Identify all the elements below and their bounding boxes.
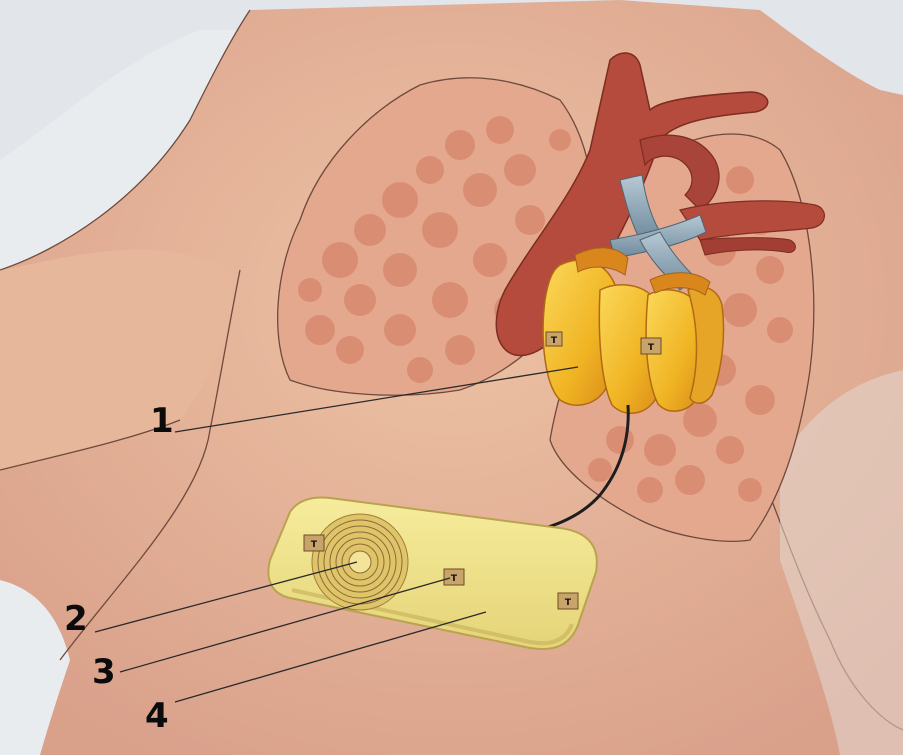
marker-t-controller-2-text: T [451, 574, 458, 584]
callout-1: 1 [150, 401, 174, 441]
callout-2: 2 [64, 599, 88, 639]
marker-t-pump-1-text: T [551, 336, 558, 346]
marker-t-pump-2-text: T [648, 343, 655, 353]
marker-t-controller-1-text: T [311, 540, 318, 550]
marker-t-pump-2: T [641, 338, 661, 354]
marker-t-controller-2: T [444, 569, 464, 585]
marker-t-pump-1: T [546, 332, 562, 346]
marker-t-controller-3: T [558, 593, 578, 609]
marker-t-controller-1: T [304, 535, 324, 551]
callout-4: 4 [145, 696, 169, 736]
marker-t-controller-3-text: T [565, 598, 572, 608]
callout-3: 3 [92, 652, 116, 692]
induction-coil [312, 514, 408, 610]
